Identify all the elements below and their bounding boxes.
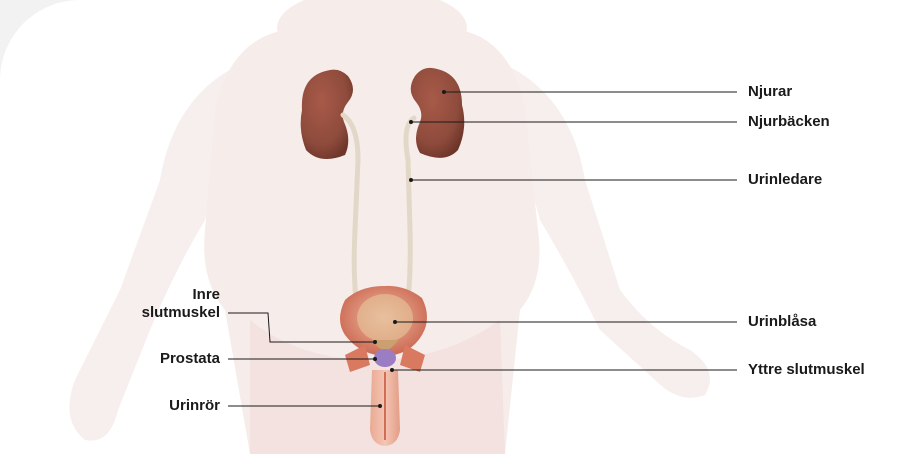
label-njurbacken: Njurbäcken [748,113,830,131]
label-inre-slutmuskel-line1: Inre [130,286,220,304]
label-urinror: Urinrör [120,397,220,415]
urethra-region [370,370,400,446]
label-prostata: Prostata [120,350,220,368]
label-urinledare: Urinledare [748,171,822,189]
label-inre-slutmuskel-line2: slutmuskel [130,304,220,322]
label-yttre-slutmuskel: Yttre slutmuskel [748,361,865,379]
label-njurar: Njurar [748,83,792,101]
label-urinblasa: Urinblåsa [748,313,816,331]
label-inre-slutmuskel: Inre slutmuskel [130,286,220,322]
